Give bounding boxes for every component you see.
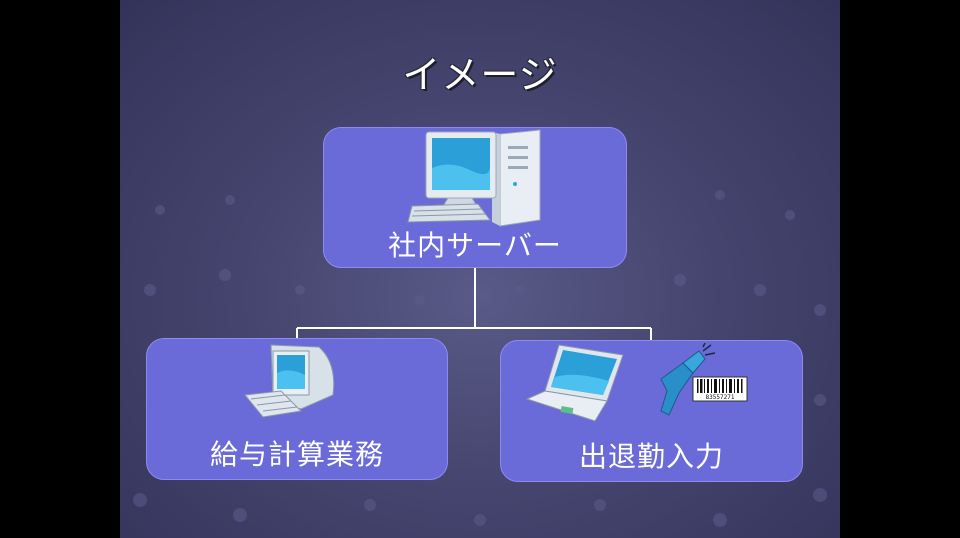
slide-title: イメージ xyxy=(402,53,558,97)
attendance-node: 83557271 出退勤入力 xyxy=(500,340,803,482)
desktop-pc-icon xyxy=(407,129,541,227)
server-node: 社内サーバー xyxy=(323,127,627,268)
tree-connectors xyxy=(296,268,652,340)
payroll-node: 給与計算業務 xyxy=(146,338,448,480)
attendance-label: 出退勤入力 xyxy=(578,440,724,473)
slide: イメージ 社内サーバー xyxy=(120,0,840,538)
barcode-scanner-icon: 83557271 xyxy=(660,343,748,416)
server-label: 社内サーバー xyxy=(388,229,562,262)
background-pattern xyxy=(133,190,827,527)
barcode-number: 83557271 xyxy=(706,394,735,401)
payroll-label: 給与計算業務 xyxy=(209,438,384,471)
laptop-icon xyxy=(525,344,624,422)
crt-monitor-icon xyxy=(244,344,335,418)
